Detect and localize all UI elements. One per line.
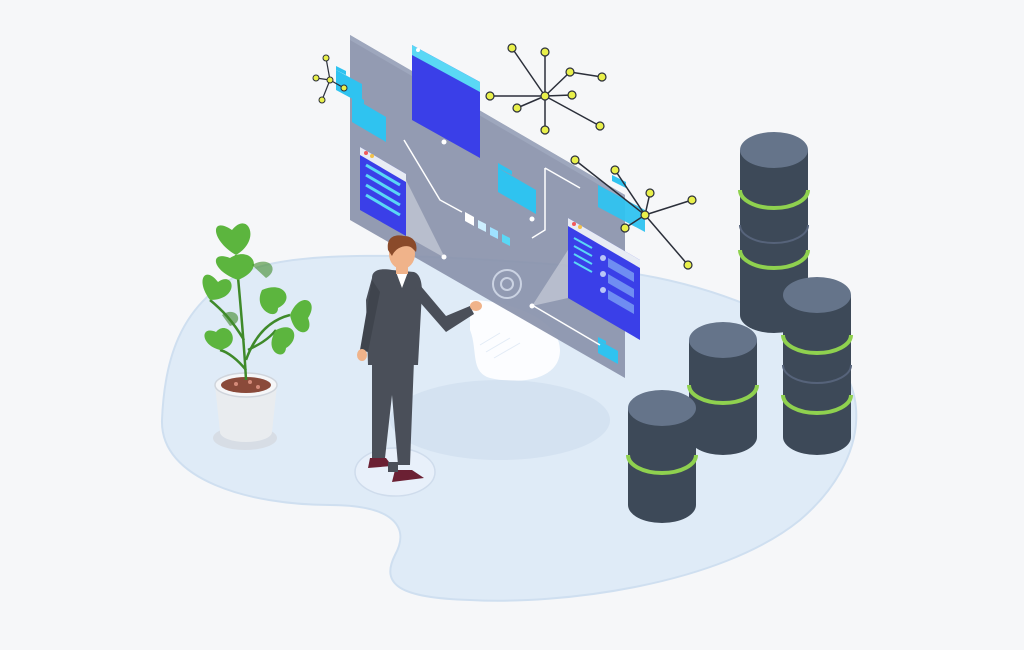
list-panel-right: [568, 218, 640, 340]
screen-reflection: [479, 332, 521, 359]
network-graph-icon: [312, 54, 348, 104]
person-icon: [354, 235, 482, 497]
potted-plant-icon: [202, 223, 312, 450]
browser-window-icon: [412, 45, 480, 158]
server-cylinder-icon: [687, 322, 759, 455]
light-beam: [532, 250, 568, 306]
light-beam: [406, 180, 445, 258]
network-graph-icon: [570, 155, 697, 270]
step-squares: [465, 212, 510, 246]
folder-icon: [598, 337, 618, 364]
list-panel-left: [360, 147, 406, 236]
server-cylinder-icon: [781, 277, 853, 455]
network-graph-icon: [485, 43, 607, 135]
folder-icon: [336, 66, 362, 104]
folder-icon: [598, 175, 645, 232]
target-circle-icon: [492, 269, 522, 299]
server-cylinder-icon: [626, 390, 698, 523]
folder-icon: [498, 163, 536, 214]
holographic-screen: [350, 35, 640, 378]
screen-connectors: [403, 139, 601, 346]
screen-floor-shadow: [390, 380, 610, 460]
